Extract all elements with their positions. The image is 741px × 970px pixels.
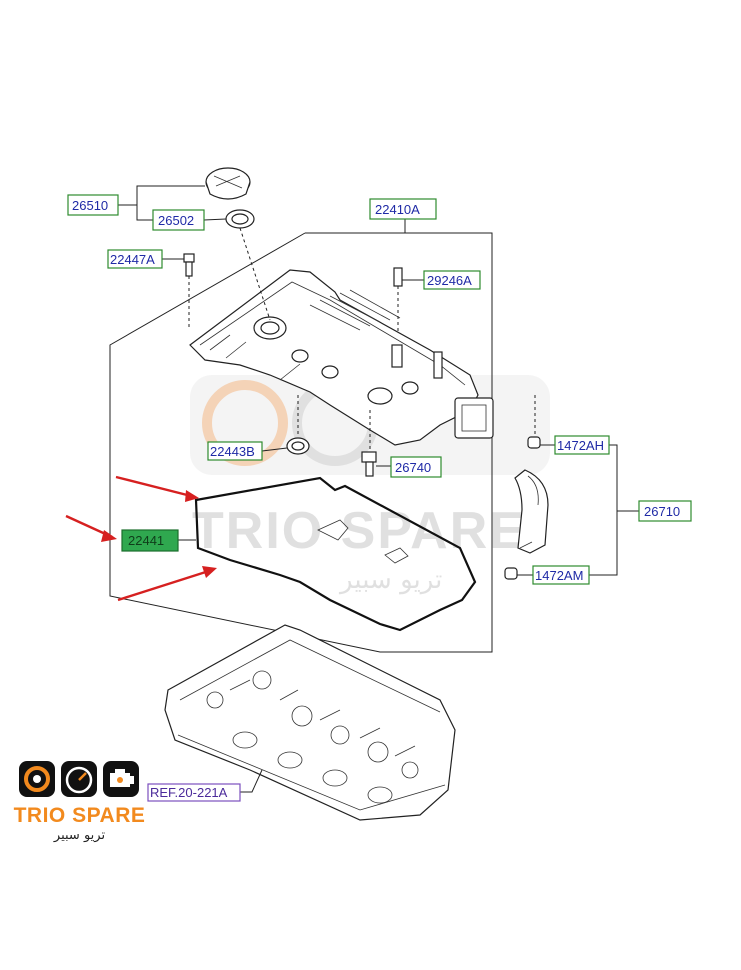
leader-lines xyxy=(118,185,639,793)
part-label-22441[interactable]: 22441 xyxy=(121,529,179,552)
breather-hose xyxy=(504,436,549,580)
watermark-text: TRIO SPARE xyxy=(192,502,526,560)
part-label-text: 26510 xyxy=(72,198,108,213)
watermark-arabic: تريو سبير xyxy=(338,565,442,595)
part-label-1472AH[interactable]: 1472AH xyxy=(554,435,610,455)
part-label-text: 22447A xyxy=(110,252,155,267)
part-label-text: 1472AH xyxy=(557,438,604,453)
arrow-icon xyxy=(65,514,117,542)
alignment-line xyxy=(239,227,271,321)
part-label-text: 26710 xyxy=(644,504,680,519)
part-label-29246A[interactable]: 29246A xyxy=(423,270,481,290)
assembly-frame xyxy=(109,232,493,653)
engine-icon xyxy=(103,761,139,797)
part-label-26740[interactable]: 26740 xyxy=(390,456,442,478)
part-label-22447A[interactable]: 22447A xyxy=(107,249,163,269)
logo-name: TRIO SPARE xyxy=(13,804,146,827)
part-label-text: 22410A xyxy=(375,202,420,217)
arrow-icon xyxy=(115,475,199,502)
filler-seal xyxy=(225,209,255,229)
cover-bolt xyxy=(183,253,195,330)
brand-logo: TRIO SPARE تريو سبير xyxy=(12,760,147,850)
part-label-text: 26740 xyxy=(395,460,431,475)
gear-icon xyxy=(19,761,55,797)
reference-label-text: REF.20-221A xyxy=(150,785,228,800)
spark-plug-seal xyxy=(286,437,310,455)
cylinder-head xyxy=(164,624,456,821)
part-label-26510[interactable]: 26510 xyxy=(67,194,119,216)
part-label-26710[interactable]: 26710 xyxy=(638,500,692,522)
arrow-icon xyxy=(117,566,217,602)
rocker-cover-gasket xyxy=(194,476,477,632)
pcv-valve xyxy=(361,451,377,477)
part-label-26502[interactable]: 26502 xyxy=(152,209,205,231)
logo-arabic-name: تريو سبير xyxy=(53,828,106,843)
part-label-22410A[interactable]: 22410A xyxy=(369,198,437,220)
part-label-1472AM[interactable]: 1472AM xyxy=(532,565,590,585)
logo-icons xyxy=(19,761,139,797)
part-label-text: 26502 xyxy=(158,213,194,228)
reference-label[interactable]: REF.20-221A xyxy=(147,783,241,802)
highlight-arrows xyxy=(65,475,217,602)
speedometer-icon xyxy=(61,761,97,797)
valve-cover xyxy=(189,269,494,446)
part-label-22443B[interactable]: 22443B xyxy=(207,441,263,461)
part-label-text: 22443B xyxy=(210,444,255,459)
part-label-text: 29246A xyxy=(427,273,472,288)
part-label-text: 22441 xyxy=(128,533,164,548)
oil-filler-cap xyxy=(205,167,251,200)
part-label-text: 1472AM xyxy=(535,568,583,583)
